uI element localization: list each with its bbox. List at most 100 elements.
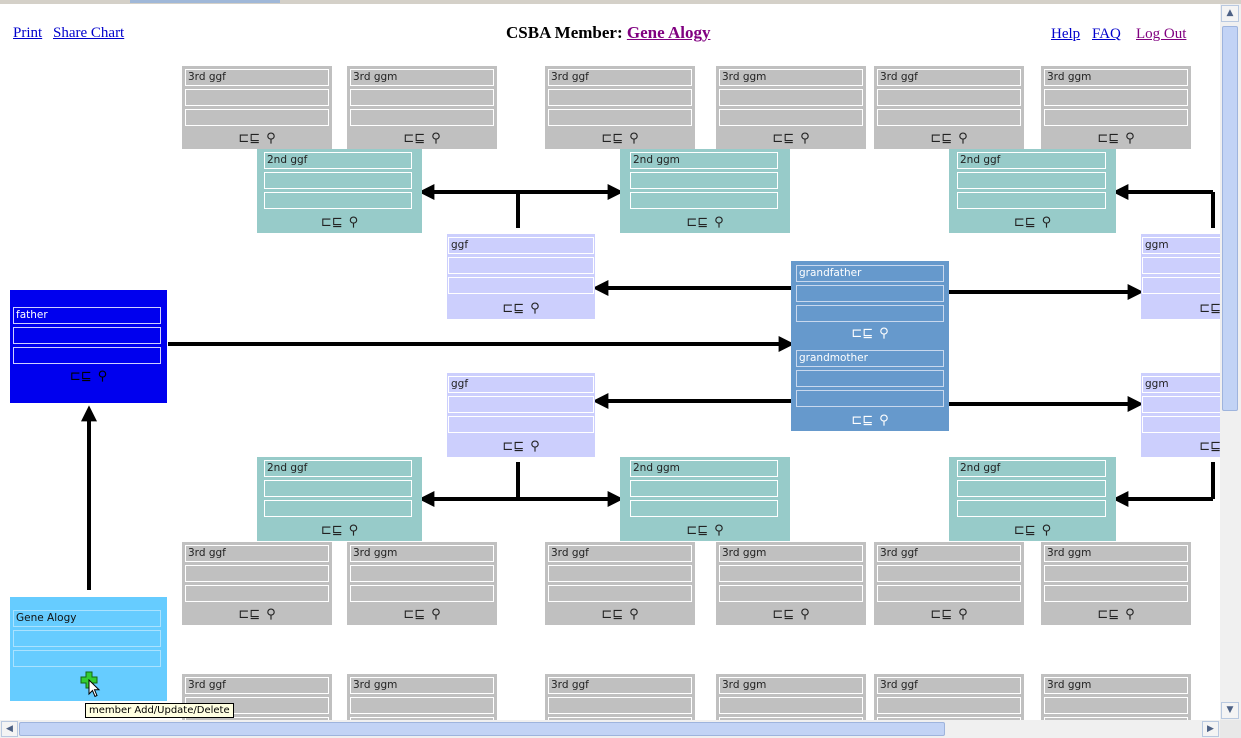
relations-icon[interactable]: ⊏⊑: [601, 131, 624, 146]
relations-icon[interactable]: ⊏⊑: [851, 413, 874, 428]
relations-icon[interactable]: ⊏⊑: [1097, 131, 1120, 146]
person-card-3rd-ggm[interactable]: 3rd ggm ⊏⊑⚲: [347, 542, 497, 625]
key-icon[interactable]: ⚲: [879, 413, 889, 428]
name-field[interactable]: 3rd ggf: [185, 69, 329, 86]
key-icon[interactable]: ⚲: [266, 607, 276, 622]
name-field[interactable]: 2nd ggm: [630, 460, 778, 477]
death-field[interactable]: [264, 192, 412, 209]
relations-icon[interactable]: ⊏⊑: [1013, 215, 1036, 230]
name-field[interactable]: 2nd ggf: [957, 460, 1106, 477]
person-card-2nd-ggf[interactable]: 2nd ggf ⊏⊑ ⚲: [949, 149, 1116, 233]
grandfather-birth-field[interactable]: [796, 285, 944, 302]
person-card-3rd-ggm[interactable]: 3rd ggm: [716, 674, 866, 720]
birth-field[interactable]: [264, 172, 412, 189]
person-card-3rd-ggf[interactable]: 3rd ggf ⊏⊑⚲: [182, 542, 332, 625]
vertical-scrollbar[interactable]: ▲ ▼: [1220, 4, 1241, 720]
key-icon[interactable]: ⚲: [629, 131, 639, 146]
birth-field[interactable]: [1142, 257, 1220, 274]
death-field[interactable]: [185, 717, 329, 720]
birth-field[interactable]: [448, 257, 594, 274]
person-card-3rd-ggm[interactable]: 3rd ggm ⊏⊑⚲: [716, 542, 866, 625]
name-field[interactable]: ggf: [448, 237, 594, 254]
relations-icon[interactable]: ⊏⊑: [601, 607, 624, 622]
key-icon[interactable]: ⚲: [431, 131, 441, 146]
help-link[interactable]: Help: [1051, 26, 1081, 42]
key-icon[interactable]: ⚲: [530, 301, 540, 316]
birth-field[interactable]: [350, 565, 494, 582]
birth-field[interactable]: [1044, 697, 1188, 714]
person-card-3rd-ggm[interactable]: 3rd ggm: [347, 674, 497, 720]
name-field[interactable]: 3rd ggf: [877, 545, 1021, 562]
relations-icon[interactable]: ⊏⊑: [930, 607, 953, 622]
birth-field[interactable]: [719, 697, 863, 714]
key-icon[interactable]: ⚲: [879, 326, 889, 341]
name-field[interactable]: 3rd ggm: [350, 677, 494, 694]
name-field[interactable]: 2nd ggf: [264, 460, 412, 477]
key-icon[interactable]: ⚲: [800, 131, 810, 146]
key-icon[interactable]: ⚲: [348, 215, 359, 230]
birth-field[interactable]: [548, 89, 692, 106]
birth-field[interactable]: [877, 565, 1021, 582]
death-field[interactable]: [877, 717, 1021, 720]
birth-field[interactable]: [350, 697, 494, 714]
grandmother-name-field[interactable]: grandmother: [796, 350, 944, 367]
name-field[interactable]: 3rd ggm: [350, 69, 494, 86]
relations-icon[interactable]: ⊏⊑: [502, 301, 525, 316]
key-icon[interactable]: ⚲: [266, 131, 276, 146]
relations-icon[interactable]: ⊏⊑: [686, 523, 709, 538]
birth-field[interactable]: [13, 630, 161, 647]
key-icon[interactable]: ⚲: [629, 607, 639, 622]
death-field[interactable]: [957, 192, 1106, 209]
person-card-3rd-ggf[interactable]: 3rd ggf ⊏⊑ ⚲: [545, 66, 695, 149]
name-field[interactable]: 3rd ggf: [548, 69, 692, 86]
death-field[interactable]: [1044, 585, 1188, 602]
key-icon[interactable]: ⚲: [1125, 131, 1135, 146]
name-field[interactable]: 3rd ggf: [548, 677, 692, 694]
name-field[interactable]: 2nd ggf: [264, 152, 412, 169]
name-field[interactable]: 2nd ggf: [957, 152, 1106, 169]
birth-field[interactable]: [877, 697, 1021, 714]
birth-field[interactable]: [448, 396, 594, 413]
death-field[interactable]: [1142, 416, 1220, 433]
name-field[interactable]: ggm: [1142, 237, 1220, 254]
relations-icon[interactable]: ⊏⊑: [403, 607, 426, 622]
scroll-right-button[interactable]: ▶: [1202, 721, 1219, 737]
death-field[interactable]: [350, 585, 494, 602]
person-card-2nd-ggm[interactable]: 2nd ggm ⊏⊑⚲: [620, 149, 790, 233]
birth-field[interactable]: [1044, 565, 1188, 582]
relations-icon[interactable]: ⊏⊑: [686, 215, 709, 230]
person-card-2nd-ggf[interactable]: 2nd ggf ⊏⊑ ⚲: [949, 457, 1116, 541]
death-field[interactable]: [630, 192, 778, 209]
relations-icon[interactable]: ⊏⊑: [238, 131, 261, 146]
name-field[interactable]: 3rd ggf: [877, 677, 1021, 694]
death-field[interactable]: [448, 416, 594, 433]
relations-icon[interactable]: ⊏⊑: [930, 131, 953, 146]
birth-field[interactable]: [264, 480, 412, 497]
log-out-link[interactable]: Log Out: [1136, 26, 1187, 42]
scroll-up-button[interactable]: ▲: [1221, 5, 1239, 22]
name-field[interactable]: ggf: [448, 376, 594, 393]
death-field[interactable]: [185, 109, 329, 126]
birth-field[interactable]: [548, 565, 692, 582]
key-icon[interactable]: ⚲: [1041, 215, 1052, 230]
relations-icon[interactable]: ⊏⊑: [1013, 523, 1036, 538]
father-card[interactable]: father ⊏⊑⚲: [10, 290, 167, 403]
death-field[interactable]: [350, 109, 494, 126]
name-field[interactable]: 3rd ggm: [719, 69, 863, 86]
name-field[interactable]: 2nd ggm: [630, 152, 778, 169]
key-icon[interactable]: ⚲: [714, 523, 724, 538]
scroll-down-button[interactable]: ▼: [1221, 702, 1239, 719]
person-card-ggm[interactable]: ggm ⊏⊑: [1141, 234, 1220, 319]
birth-field[interactable]: [13, 327, 161, 344]
name-field[interactable]: 3rd ggf: [185, 677, 329, 694]
member-name-link[interactable]: Gene Alogy: [626, 23, 711, 42]
person-card-2nd-ggm[interactable]: 2nd ggm ⊏⊑ ⚲: [620, 457, 790, 541]
person-card-ggf[interactable]: ggf ⊏⊑⚲: [447, 373, 595, 457]
birth-field[interactable]: [185, 89, 329, 106]
key-icon[interactable]: ⚲: [1125, 607, 1135, 622]
key-icon[interactable]: ⚲: [1041, 523, 1052, 538]
relations-icon[interactable]: ⊏⊑: [238, 607, 261, 622]
death-field[interactable]: [877, 585, 1021, 602]
death-field[interactable]: [719, 109, 863, 126]
person-card-ggf[interactable]: ggf ⊏⊑ ⚲: [447, 234, 595, 319]
